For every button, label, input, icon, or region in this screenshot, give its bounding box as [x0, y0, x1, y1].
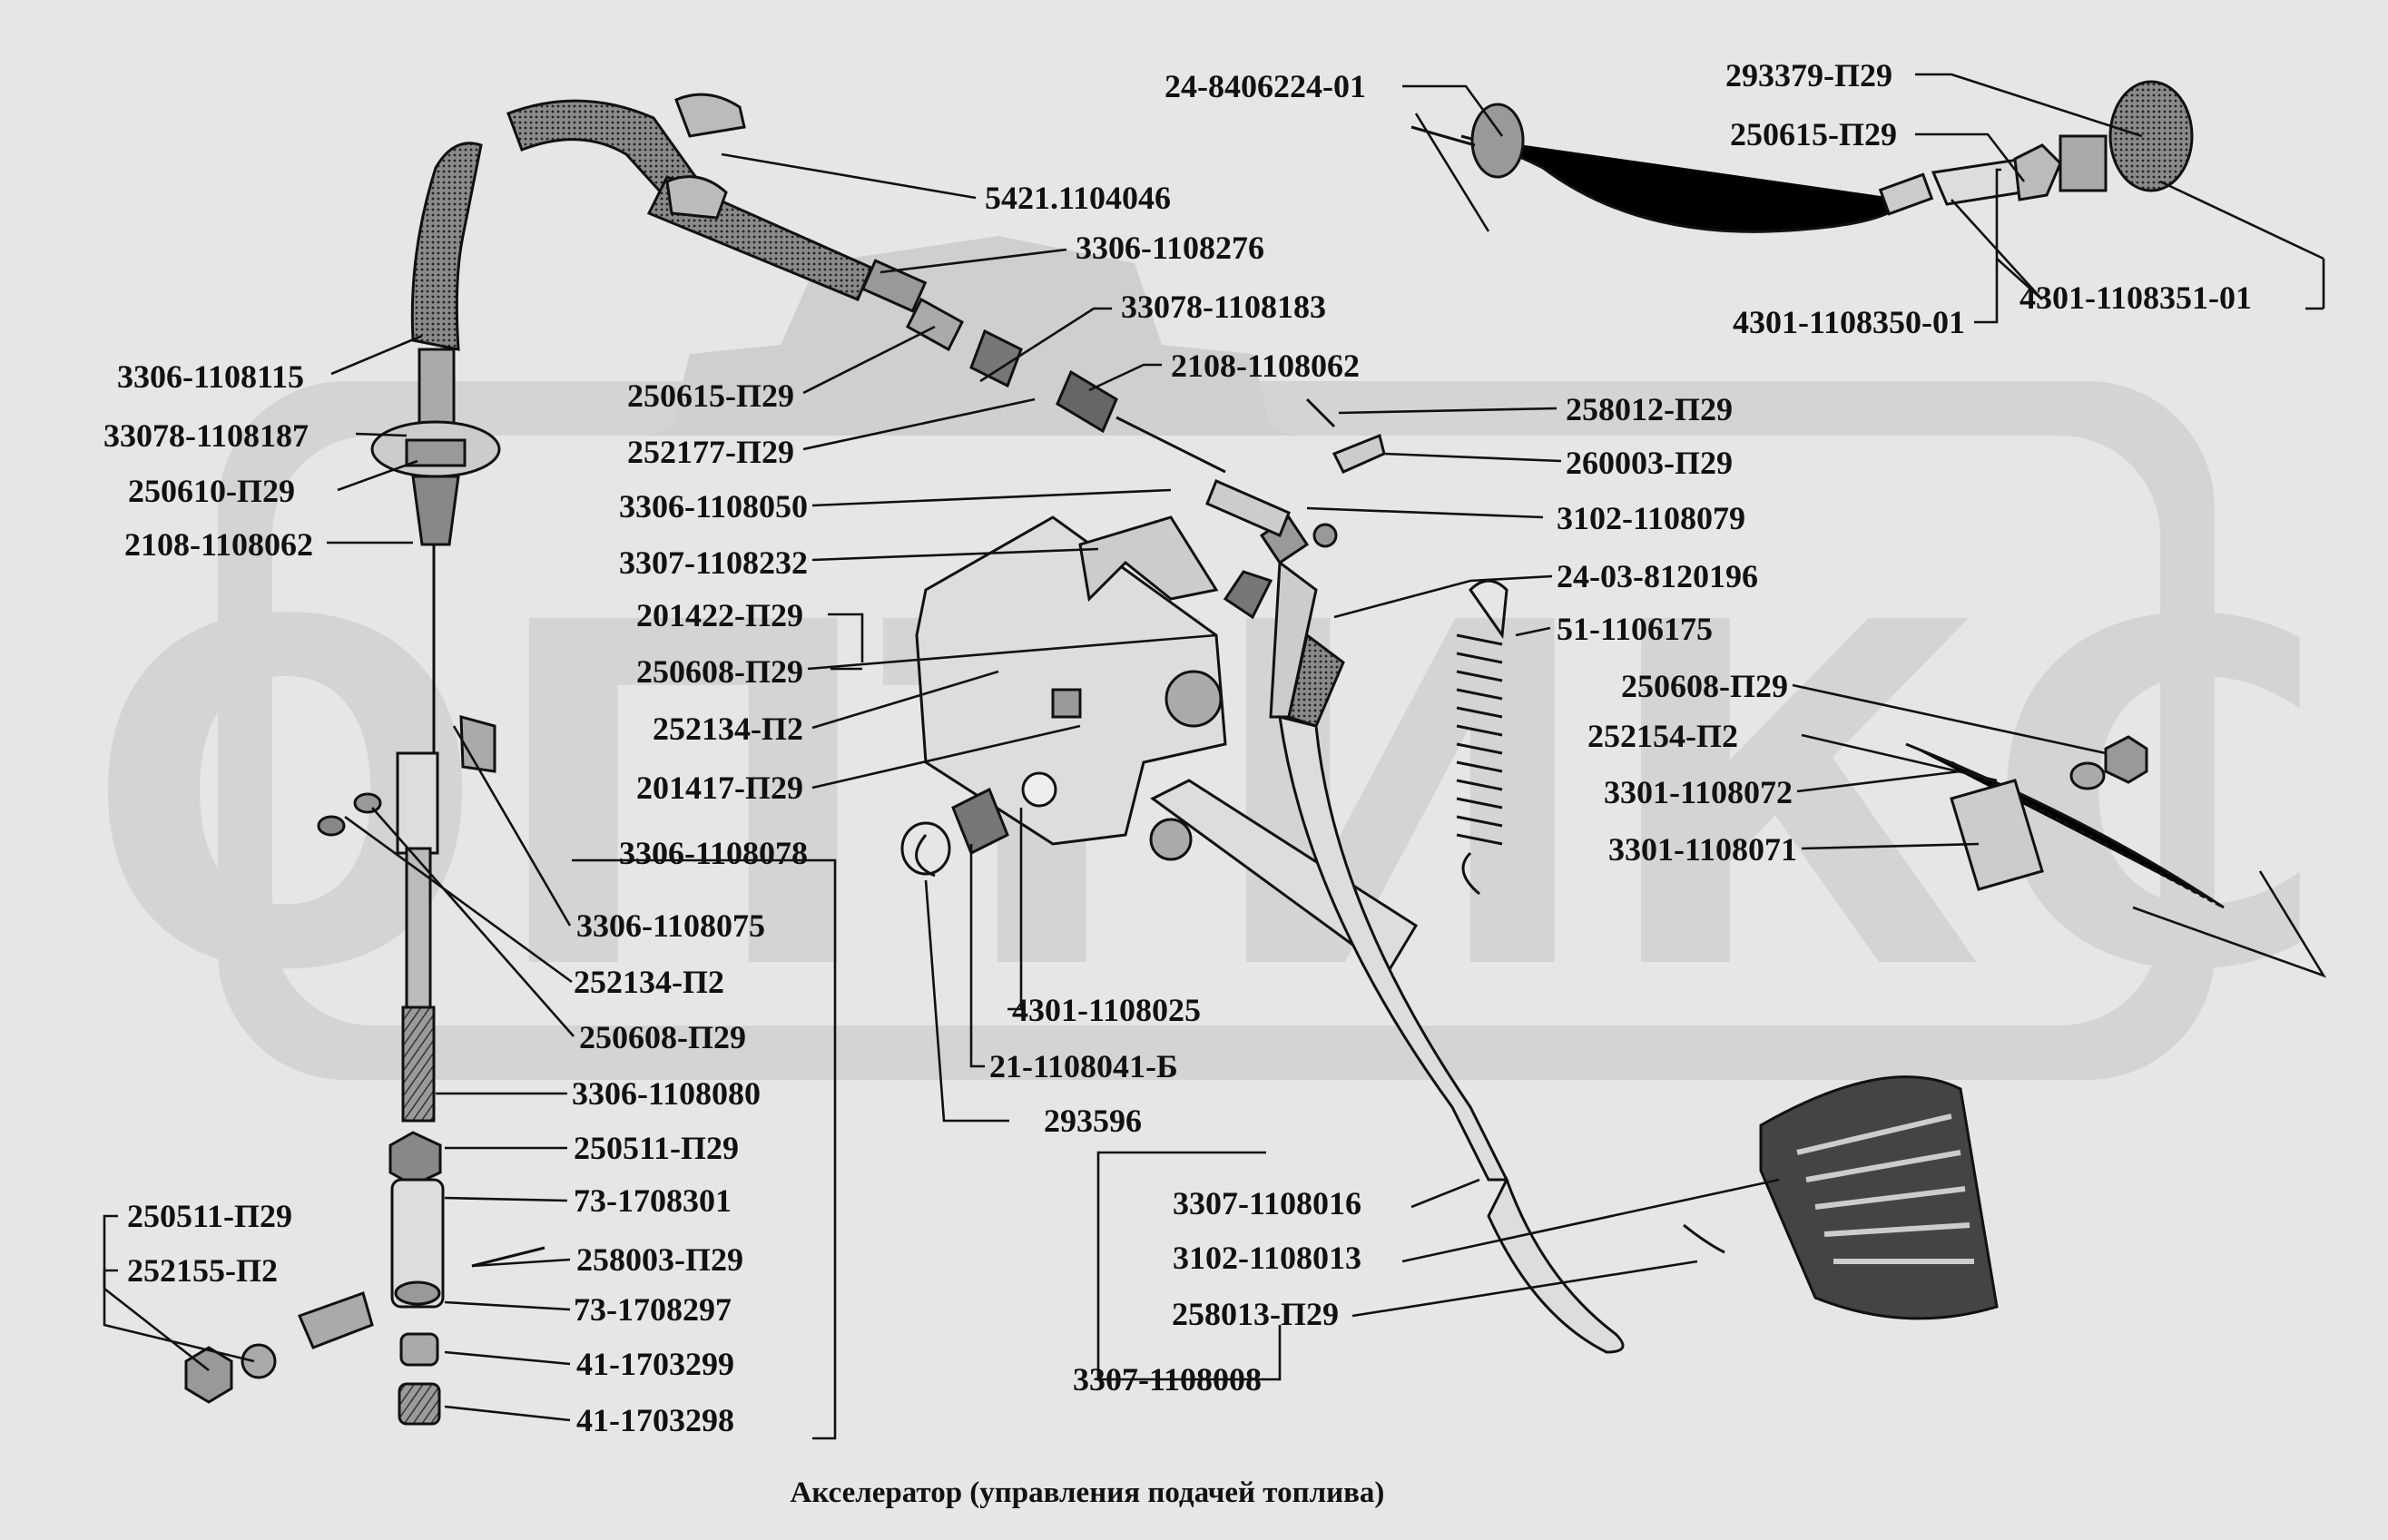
fasteners [915, 397, 1725, 1254]
part-label: 5421.1104046 [985, 180, 1171, 216]
part-label: 252177-П29 [627, 434, 794, 470]
part-label: 250610-П29 [128, 473, 295, 509]
return-spring [1456, 579, 1508, 896]
part-label: 252154-П2 [1587, 718, 1738, 754]
part-label: 250511-П29 [574, 1130, 739, 1166]
part-label: 2108-1108062 [124, 526, 313, 563]
part-label: 252134-П2 [574, 964, 724, 1000]
part-label: 24-8406224-01 [1165, 68, 1366, 104]
hand-throttle-cable [1410, 80, 2194, 233]
part-label: 21-1108041-Б [989, 1048, 1178, 1084]
part-label: 3102-1108013 [1173, 1240, 1361, 1276]
part-label: 24-03-8120196 [1557, 558, 1758, 594]
part-label: 4301-1108350-01 [1733, 304, 1965, 340]
part-label: 3102-1108079 [1557, 500, 1745, 536]
part-label: 3306-1108050 [619, 488, 808, 525]
part-label: 250615-П29 [1730, 116, 1897, 152]
part-label: 3301-1108072 [1604, 774, 1793, 810]
part-label: 4301-1108351-01 [2019, 280, 2252, 316]
part-label: 3306-1108078 [619, 835, 808, 871]
part-label: 250511-П29 [127, 1198, 292, 1234]
part-label: 258013-П29 [1172, 1296, 1339, 1332]
part-label: 3307-1108016 [1173, 1185, 1361, 1221]
part-label: 252155-П2 [127, 1252, 278, 1289]
leader-lines [103, 73, 2327, 1440]
part-label: 73-1708297 [574, 1291, 732, 1328]
part-label: 258012-П29 [1566, 391, 1733, 427]
part-label: 33078-1108183 [1121, 289, 1326, 325]
part-label: 4301-1108025 [1012, 992, 1201, 1028]
part-label: 3306-1108080 [572, 1075, 761, 1112]
pedal-bracket-assembly [900, 515, 1625, 1354]
part-label: 3306-1108075 [576, 907, 765, 944]
part-label: 73-1708301 [574, 1182, 732, 1219]
part-label: 258003-П29 [576, 1241, 743, 1278]
cable-hose-assembly [506, 93, 1226, 474]
part-label: 41-1703299 [576, 1346, 734, 1382]
diagram-caption: Акселератор (управления подачей топлива) [791, 1476, 1385, 1509]
part-label: 293379-П29 [1725, 57, 1892, 93]
part-label: 250615-П29 [627, 378, 794, 414]
part-label: 3301-1108071 [1608, 831, 1797, 868]
part-label: 3307-1108008 [1073, 1361, 1262, 1398]
right-cable [1905, 735, 2225, 909]
part-label: 252134-П2 [653, 711, 803, 747]
part-label: 41-1703298 [576, 1402, 734, 1438]
part-label: 33078-1108187 [103, 417, 309, 454]
accelerator-pedal [1759, 1075, 1999, 1320]
part-label: 3306-1108115 [117, 358, 304, 395]
part-label: 3307-1108232 [619, 544, 808, 581]
part-label: 260003-П29 [1566, 445, 1733, 481]
part-labels: 5421.1104046 3306-1108276 33078-1108183 … [103, 57, 2252, 1438]
part-label: 250608-П29 [1621, 668, 1788, 704]
part-label: 201422-П29 [636, 597, 803, 633]
part-label: 3306-1108276 [1076, 230, 1264, 266]
part-label: 51-1106175 [1557, 611, 1713, 647]
part-label: 2108-1108062 [1171, 348, 1360, 384]
part-label: 293596 [1044, 1103, 1142, 1139]
part-label: 201417-П29 [636, 770, 803, 806]
part-label: 250608-П29 [636, 653, 803, 690]
part-label: 250608-П29 [579, 1019, 746, 1055]
